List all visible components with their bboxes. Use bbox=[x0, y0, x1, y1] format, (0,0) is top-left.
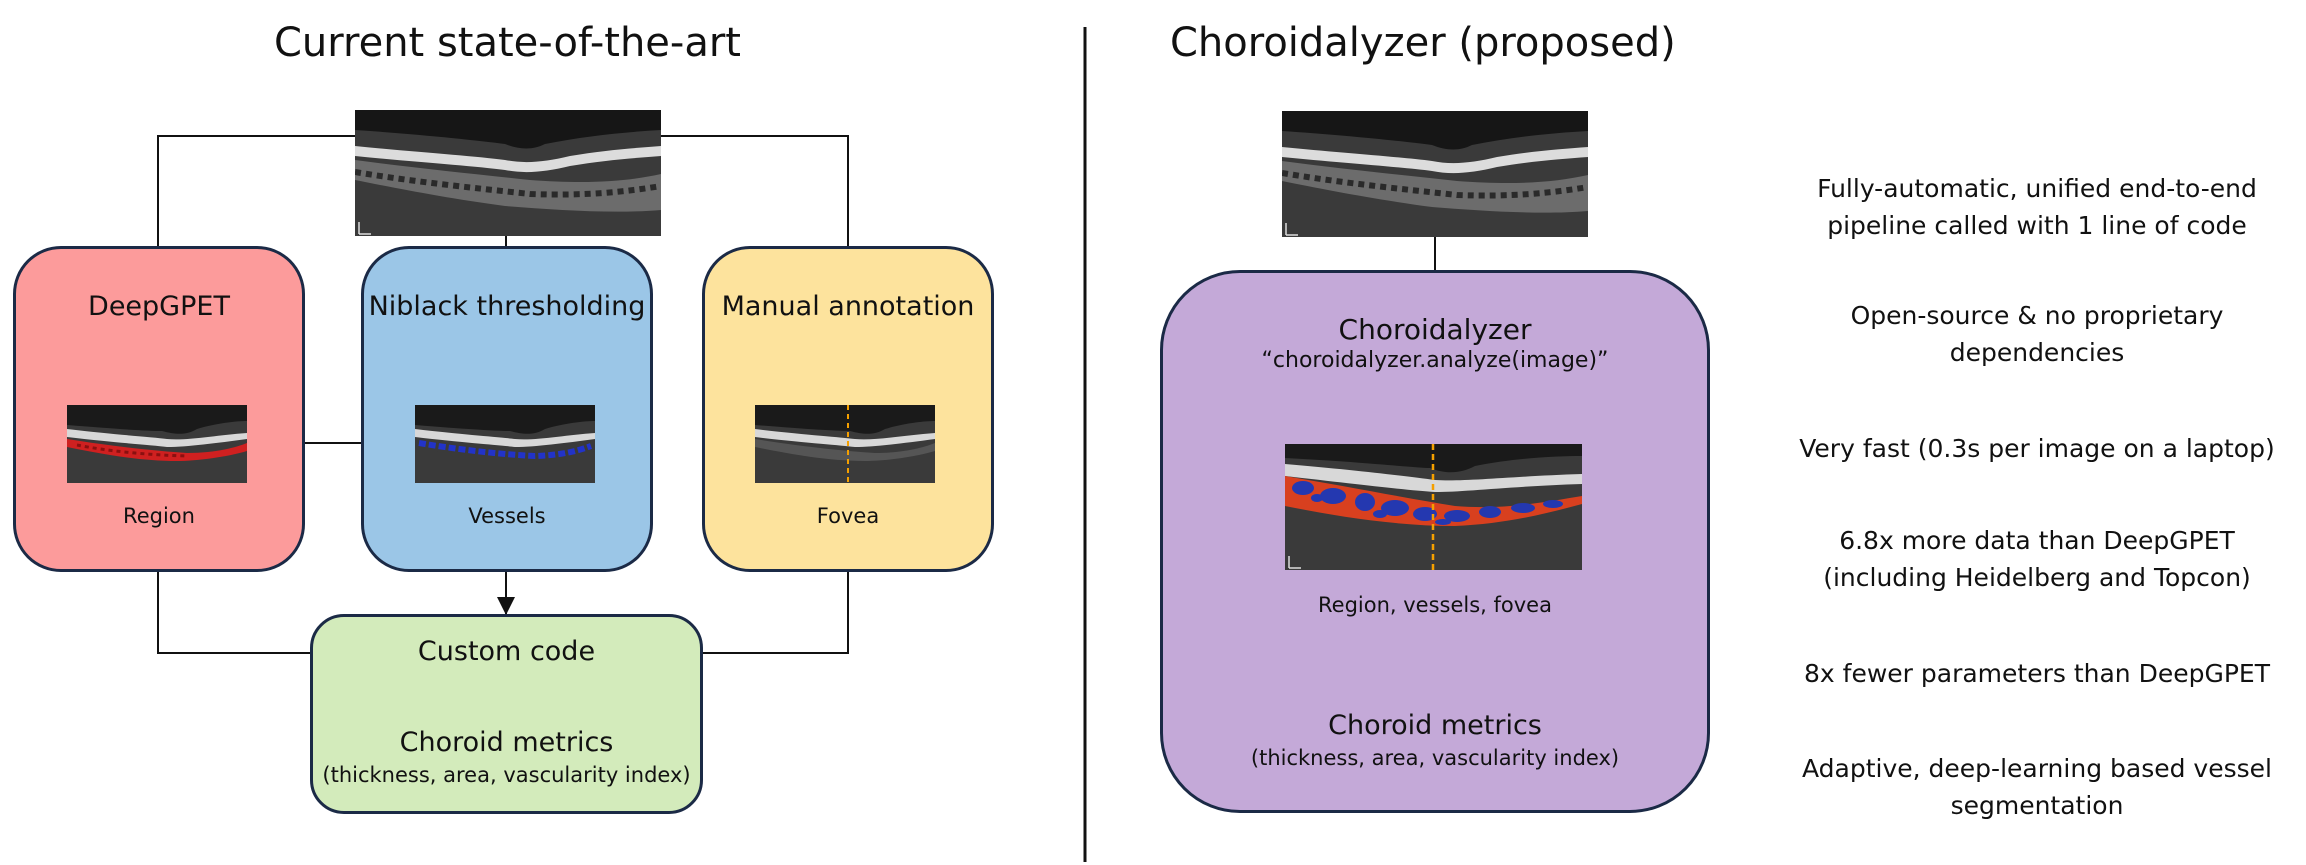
feature-4: 6.8x more data than DeepGPET (including … bbox=[1823, 526, 2251, 592]
deepgpet-title: DeepGPET bbox=[88, 291, 230, 322]
arrow-region-to-code bbox=[157, 542, 376, 662]
custom-code-label: Custom code bbox=[417, 636, 596, 667]
niblack-vessels-image bbox=[415, 405, 595, 483]
left-choroid-metrics-label: Choroid metrics bbox=[399, 727, 614, 758]
right-metrics-detail: (thickness, area, vascularity index) bbox=[1250, 746, 1620, 770]
feature-1: Fully-automatic, unified end-to-end pipe… bbox=[1817, 174, 2257, 240]
choroidalyzer-segmentation-image bbox=[1285, 444, 1582, 570]
manual-fovea-image bbox=[755, 405, 935, 483]
oct-scan-image bbox=[355, 110, 661, 236]
right-choroid-metrics-label: Choroid metrics bbox=[1328, 710, 1542, 741]
left-panel-title: Current state-of-the-art bbox=[274, 20, 741, 66]
right-panel-title: Choroidalyzer (proposed) bbox=[1170, 20, 1676, 66]
deepgpet-region-image bbox=[67, 405, 247, 483]
custom-code-box bbox=[310, 614, 703, 814]
deepgpet-caption: Region bbox=[123, 504, 195, 528]
arrow-oct-to-manual bbox=[660, 135, 857, 277]
feature-6: Adaptive, deep-learning based vessel seg… bbox=[1802, 754, 2272, 820]
choroidalyzer-caption: Region, vessels, fovea bbox=[1318, 593, 1552, 617]
arrow-oct-to-deepgpet bbox=[149, 135, 355, 277]
left-metrics-detail: (thickness, area, vascularity index) bbox=[322, 763, 691, 787]
feature-2: Open-source & no proprietary dependencie… bbox=[1850, 301, 2224, 367]
feature-3: Very fast (0.3s per image on a laptop) bbox=[1799, 434, 2275, 463]
feature-5: 8x fewer parameters than DeepGPET bbox=[1804, 659, 2270, 688]
niblack-title: Niblack thresholding bbox=[368, 291, 646, 322]
manual-annotation-title: Manual annotation bbox=[721, 291, 975, 322]
arrow-fovea-to-code bbox=[639, 542, 849, 662]
choroidalyzer-title: Choroidalyzer bbox=[1338, 313, 1532, 346]
niblack-caption: Vessels bbox=[468, 504, 546, 528]
manual-caption: Fovea bbox=[816, 504, 880, 528]
choroidalyzer-input-oct-image bbox=[1282, 111, 1588, 237]
manual-annotation-box bbox=[702, 246, 994, 572]
choroidalyzer-code: “choroidalyzer.analyze(image)” bbox=[1261, 348, 1609, 373]
